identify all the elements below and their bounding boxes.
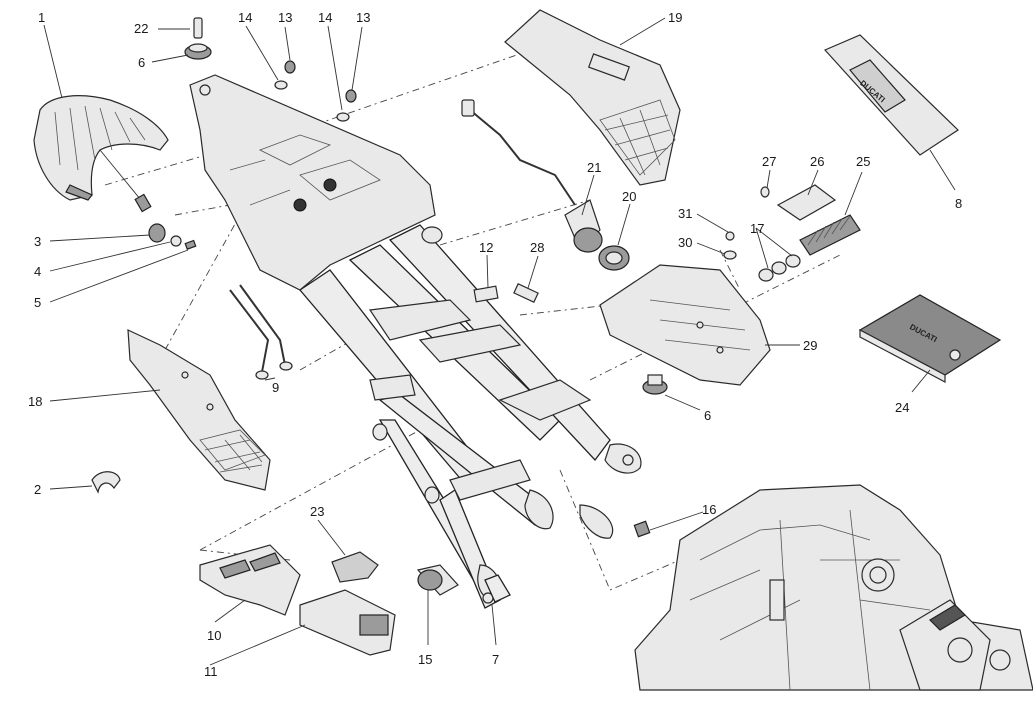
rear-subframe-part (189, 74, 642, 609)
callout-1: 1 (38, 10, 45, 25)
callout-labels: 1 22 6 14 13 14 13 3 4 5 18 2 9 19 21 20… (28, 10, 962, 679)
callout-18: 18 (28, 394, 42, 409)
bolt-bottom (416, 564, 459, 596)
callout-17: 17 (750, 221, 764, 236)
storage-tray-part: DUCATI (858, 294, 1002, 383)
engine-block-part (634, 484, 1033, 691)
license-plate-holder-part (599, 264, 771, 386)
callout-14-left: 14 (238, 10, 252, 25)
callout-25: 25 (856, 154, 870, 169)
callout-2: 2 (34, 482, 41, 497)
callout-14-right: 14 (318, 10, 332, 25)
callout-28: 28 (530, 240, 544, 255)
clip-right (633, 520, 651, 538)
callout-22: 22 (134, 21, 148, 36)
bolts-and-washers-top (274, 60, 357, 122)
spring-assembly (723, 184, 861, 282)
reflector-plate-part: DUCATI (823, 34, 959, 156)
left-side-cover-part (127, 329, 271, 491)
callout-3: 3 (34, 234, 41, 249)
callout-10: 10 (207, 628, 221, 643)
callout-20: 20 (622, 189, 636, 204)
callout-30: 30 (678, 235, 692, 250)
callout-26: 26 (810, 154, 824, 169)
callout-13-left: 13 (278, 10, 292, 25)
screw-and-grommet-top (184, 17, 212, 60)
callout-24: 24 (895, 400, 909, 415)
callout-27: 27 (762, 154, 776, 169)
clip-part (91, 471, 121, 494)
callout-13-right: 13 (356, 10, 370, 25)
callout-16: 16 (702, 502, 716, 517)
tail-cover-part (504, 9, 681, 186)
battery-case-part (299, 589, 396, 656)
callout-8: 8 (955, 196, 962, 211)
callout-9: 9 (272, 380, 279, 395)
cover-plate-part (199, 544, 301, 616)
hardware-left (148, 223, 197, 250)
license-light-part (461, 99, 630, 271)
callout-6-top: 6 (138, 55, 145, 70)
callout-12: 12 (479, 240, 493, 255)
callout-23: 23 (310, 504, 324, 519)
small-pads (473, 283, 539, 303)
u-bracket-part (229, 284, 293, 380)
lower-mount (484, 574, 511, 603)
seat-cowl-part (33, 95, 169, 213)
rubber-pad-part (331, 551, 379, 583)
callout-21: 21 (587, 160, 601, 175)
callout-15: 15 (418, 652, 432, 667)
callout-4: 4 (34, 264, 41, 279)
callout-5: 5 (34, 295, 41, 310)
callout-6-right: 6 (704, 408, 711, 423)
callout-11: 11 (204, 664, 218, 679)
callout-19: 19 (668, 10, 682, 25)
callout-29: 29 (803, 338, 817, 353)
leader-lines (43, 17, 956, 666)
callout-7: 7 (492, 652, 499, 667)
grommet-right (642, 374, 668, 395)
callout-31: 31 (678, 206, 692, 221)
